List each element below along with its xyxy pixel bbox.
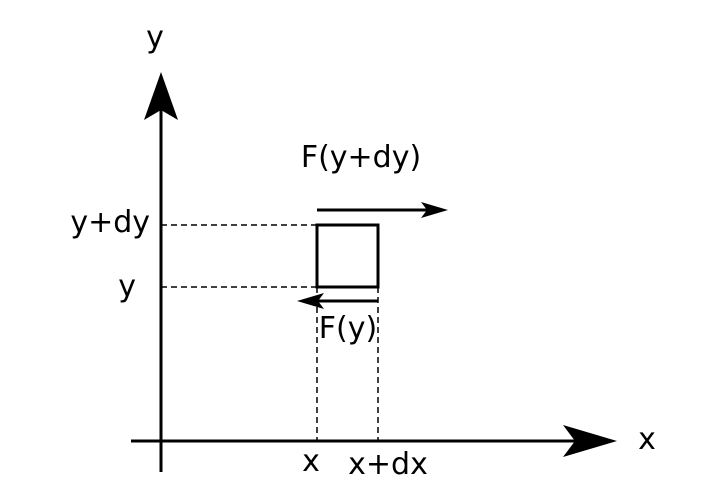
force-arrow-bottom-head: [297, 293, 324, 309]
y-axis-label: y: [146, 20, 164, 55]
y-axis: [144, 72, 178, 472]
force-top-label: F(y+dy): [301, 140, 421, 175]
y-axis-arrowhead: [144, 72, 178, 120]
x-axis-label: x: [638, 422, 656, 457]
dashed-guides: [161, 224, 379, 441]
y-tick-lower-label: y: [118, 269, 136, 304]
x-tick-left-label: x: [302, 444, 320, 479]
x-axis-arrowhead: [563, 425, 617, 457]
force-arrow-bottom: [297, 293, 378, 309]
x-axis: [131, 425, 617, 457]
force-arrow-top: [317, 202, 448, 218]
fluid-element-square: [315, 223, 380, 289]
y-tick-upper-label: y+dy: [70, 205, 150, 240]
force-arrow-top-head: [421, 202, 448, 218]
force-bottom-label: F(y): [319, 311, 377, 346]
x-tick-right-label: x+dx: [348, 447, 428, 482]
